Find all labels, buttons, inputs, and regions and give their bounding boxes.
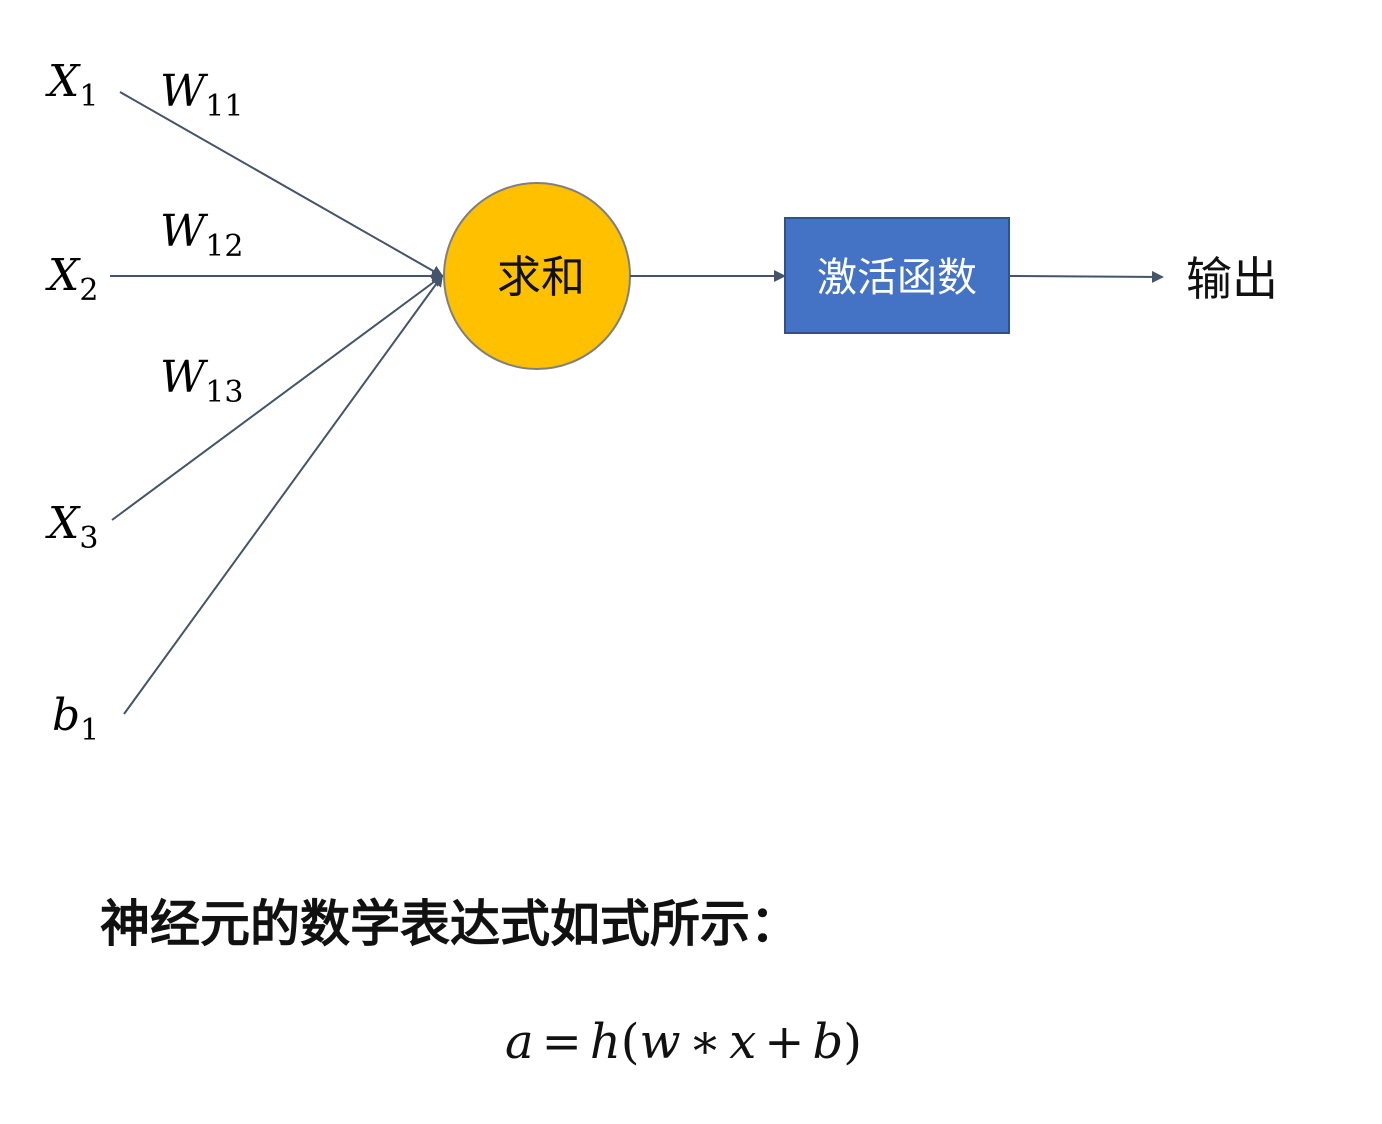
sum-node-label: 求和 [497, 252, 585, 303]
formula-x: x [729, 1014, 757, 1070]
output-label: 输出 [1186, 252, 1278, 306]
weight-w11-label: W11 [160, 66, 243, 124]
edge-x3-to-sum [111, 274, 444, 521]
formula-w: w [639, 1014, 681, 1070]
formula-plus: + [764, 1014, 805, 1070]
formula-open-paren: ( [620, 1014, 640, 1070]
edge-activation-to-output [1008, 270, 1164, 283]
formula-lhs: a [505, 1014, 534, 1070]
weight-w12-label: W12 [160, 206, 243, 264]
weight-w13-label: W13 [160, 352, 243, 410]
input-b1-label: b1 [52, 690, 99, 748]
caption: 神经元的数学表达式如式所示： [100, 895, 800, 953]
formula-equals: = [541, 1014, 582, 1070]
neuron-diagram: 求和 激活函数 输出 X1 X2 X3 b1 W11 W12 W13 [45, 56, 1278, 748]
input-x1-label: X1 [45, 56, 98, 114]
input-x3-label: X3 [45, 498, 98, 556]
formula-close-paren: ) [843, 1014, 862, 1070]
formula-multiply: ∗ [688, 1014, 722, 1070]
activation-label: 激活函数 [817, 255, 977, 301]
formula: a=h(w∗x+b) [505, 1014, 862, 1070]
edge-b1-to-sum [123, 274, 444, 715]
activation-box [784, 217, 1010, 334]
edge-x1-to-sum [119, 91, 444, 277]
formula-b: b [812, 1014, 844, 1070]
formula-func: h [589, 1014, 621, 1070]
input-x2-label: X2 [45, 250, 98, 308]
